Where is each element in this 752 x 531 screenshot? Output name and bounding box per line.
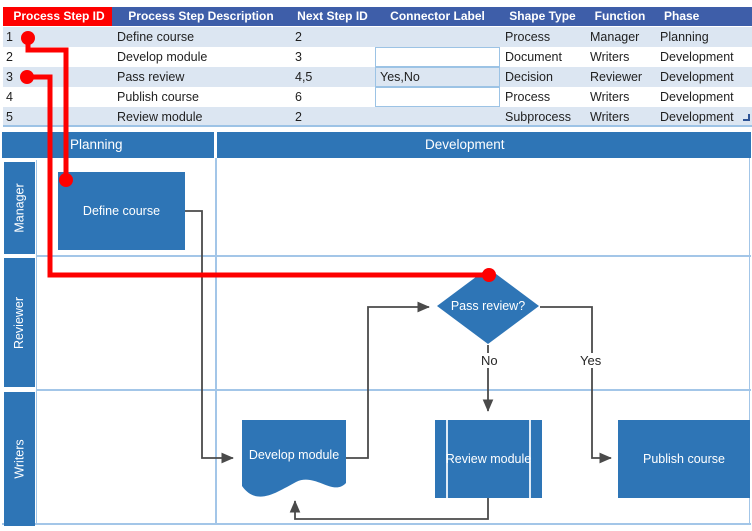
lane-label-text: Manager (12, 183, 27, 233)
shape-label: Review module (445, 451, 532, 466)
lane-divider (36, 389, 751, 391)
table-cell[interactable] (375, 87, 500, 107)
table-cell[interactable]: 6 (295, 90, 302, 104)
shape-publish-course[interactable]: Publish course (618, 420, 750, 498)
table-cell[interactable]: 3 (295, 50, 302, 64)
table-cell[interactable] (375, 47, 500, 67)
shape-define-course[interactable]: Define course (58, 172, 185, 250)
lane-left-border (36, 160, 37, 523)
lane-label-reviewer[interactable]: Reviewer (4, 258, 35, 387)
table-resize-handle[interactable] (743, 114, 750, 121)
table-cell[interactable]: Yes,No (375, 67, 500, 87)
table-row: 1 Define course 2 Process Manager Planni… (3, 27, 752, 47)
connector-label-yes: Yes (578, 353, 604, 368)
table-cell[interactable]: Planning (660, 30, 709, 44)
column-header-connector-label[interactable]: Connector Label (390, 9, 485, 23)
table-cell[interactable]: Writers (590, 90, 630, 104)
table-cell[interactable]: Writers (590, 110, 630, 124)
table-cell[interactable]: 5 (6, 110, 13, 124)
table-cell[interactable]: 2 (295, 30, 302, 44)
shape-develop-module[interactable]: Develop module (242, 420, 346, 504)
column-header-next-step-id[interactable]: Next Step ID (297, 9, 368, 23)
phase-header-development[interactable]: Development (217, 132, 751, 158)
table-cell[interactable] (375, 27, 500, 47)
table-cell[interactable]: Reviewer (590, 70, 643, 84)
shape-label: Publish course (642, 451, 725, 466)
subprocess-bar (446, 420, 448, 498)
process-table: Process Step ID Process Step Description… (3, 7, 752, 127)
table-row: 2 Develop module 3 Document Writers Deve… (3, 47, 752, 67)
lane-label-text: Reviewer (12, 296, 27, 349)
column-header-process-step-id[interactable]: Process Step ID (3, 7, 112, 26)
table-cell[interactable] (375, 107, 500, 127)
phase-divider (215, 158, 217, 523)
lane-label-writers[interactable]: Writers (4, 392, 35, 526)
column-header-phase[interactable]: Phase (664, 9, 700, 23)
table-bottom-border (3, 125, 752, 127)
shape-review-module[interactable]: Review module (435, 420, 542, 498)
connector-label-no: No (479, 353, 500, 368)
table-header-row: Process Step ID Process Step Description… (3, 7, 752, 27)
table-cell[interactable]: Pass review (117, 70, 185, 84)
table-cell[interactable]: Review module (117, 110, 203, 124)
table-cell[interactable]: Subprocess (505, 110, 572, 124)
table-cell[interactable]: Decision (505, 70, 553, 84)
table-cell[interactable]: Define course (117, 30, 195, 44)
shape-pass-review[interactable]: Pass review? (437, 268, 539, 344)
lane-label-text: Writers (12, 439, 27, 479)
subprocess-bar (529, 420, 531, 498)
table-cell[interactable]: 4,5 (295, 70, 313, 84)
table-cell[interactable]: Process (505, 90, 551, 104)
diagram-right-border (749, 158, 750, 523)
shape-label: Pass review? (450, 298, 526, 313)
table-cell[interactable]: Development (660, 110, 734, 124)
table-cell[interactable]: Process (505, 30, 551, 44)
table-cell[interactable]: Develop module (117, 50, 208, 64)
connector-define-to-develop[interactable] (185, 210, 234, 464)
shape-label: Develop module (248, 447, 340, 462)
table-cell[interactable]: Manager (590, 30, 640, 44)
table-row: 3 Pass review 4,5 Yes,No Decision Review… (3, 67, 752, 87)
table-cell[interactable]: 3 (6, 70, 13, 84)
lane-label-manager[interactable]: Manager (4, 162, 35, 254)
decision-diamond-icon (437, 268, 539, 344)
table-cell[interactable]: 2 (6, 50, 13, 64)
table-cell[interactable]: 2 (295, 110, 302, 124)
table-row: 4 Publish course 6 Process Writers Devel… (3, 87, 752, 107)
connector-develop-to-passreview[interactable] (346, 301, 430, 459)
column-header-function[interactable]: Function (594, 9, 646, 23)
table-cell[interactable]: Development (660, 50, 734, 64)
phase-label: Planning (70, 137, 123, 152)
phase-label: Development (425, 137, 505, 152)
table-cell[interactable]: Publish course (117, 90, 199, 104)
connector-passreview-yes-to-publish[interactable] (540, 306, 612, 464)
table-cell[interactable]: Writers (590, 50, 630, 64)
document-shape-icon (242, 420, 346, 497)
phase-header-planning[interactable]: Planning (2, 132, 214, 158)
table-row: 5 Review module 2 Subprocess Writers Dev… (3, 107, 752, 127)
table-cell[interactable]: Development (660, 70, 734, 84)
shape-label: Define course (82, 203, 161, 218)
table-cell[interactable]: 1 (6, 30, 13, 44)
table-cell[interactable]: Document (505, 50, 562, 64)
table-cell[interactable]: 4 (6, 90, 13, 104)
table-cell[interactable]: Development (660, 90, 734, 104)
diagram-bottom-border (2, 523, 751, 525)
lane-divider (36, 255, 751, 257)
column-header-shape-type[interactable]: Shape Type (509, 9, 576, 23)
column-header-description[interactable]: Process Step Description (128, 9, 274, 23)
